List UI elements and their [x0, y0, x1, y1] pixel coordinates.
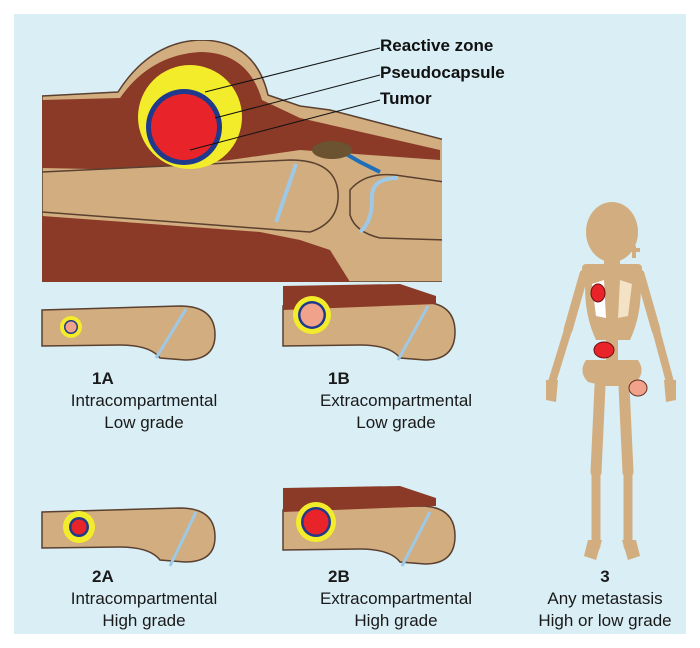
bone-1a [42, 306, 215, 360]
pseudocapsule-label: Pseudocapsule [380, 63, 505, 83]
stage-1b-line1: Extracompartmental [298, 390, 494, 412]
stage-1a: 1A [64, 368, 264, 390]
metastasis-abdomen [594, 342, 614, 358]
stage-1b: 1B [300, 368, 500, 390]
tumor-label: Tumor [380, 89, 432, 109]
skeleton-figure [546, 202, 676, 560]
stage-1b-text: Extracompartmental Low grade [298, 390, 494, 434]
bone-2b [283, 486, 455, 566]
stage-2a-code: 2A [64, 566, 264, 588]
stage-2b-code: 2B [300, 566, 500, 588]
reactive-zone-label: Reactive zone [380, 36, 493, 56]
bone-1b [283, 284, 455, 360]
stage-2a-line1: Intracompartmental [56, 588, 232, 610]
stage-3: 3 Any metastasis High or low grade [530, 566, 680, 632]
stage-3-line2: High or low grade [530, 610, 680, 632]
stage-2a-line2: High grade [56, 610, 232, 632]
bone-2a [42, 508, 215, 566]
tumor-circle [151, 94, 217, 160]
stage-1a-line1: Intracompartmental [56, 390, 232, 412]
stage-2b: 2B [300, 566, 500, 588]
stage-2b-line2: High grade [298, 610, 494, 632]
metastasis-femur [629, 380, 647, 396]
nodule [312, 141, 352, 159]
stage-1b-line2: Low grade [298, 412, 494, 434]
stage-1b-code: 1B [300, 368, 500, 390]
metastasis-lung [591, 284, 605, 302]
stage-1a-code: 1A [64, 368, 264, 390]
stage-2a-text: Intracompartmental High grade [56, 588, 232, 632]
stage-2b-line1: Extracompartmental [298, 588, 494, 610]
stage-2a: 2A [64, 566, 264, 588]
stage-3-line1: Any metastasis [530, 588, 680, 610]
stage-3-code: 3 [530, 566, 680, 588]
stage-2b-text: Extracompartmental High grade [298, 588, 494, 632]
stage-1a-line2: Low grade [56, 412, 232, 434]
stage-1a-text: Intracompartmental Low grade [56, 390, 232, 434]
